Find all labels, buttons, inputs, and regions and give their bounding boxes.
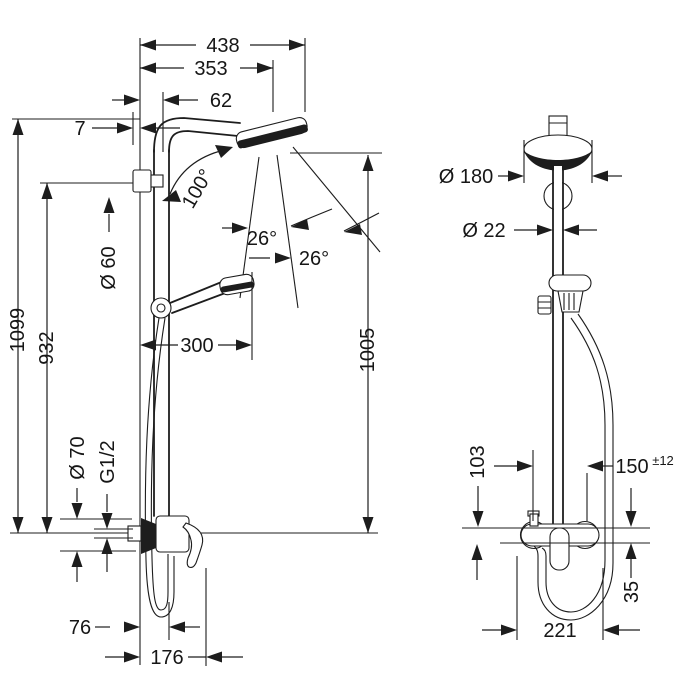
dim-1099-label: 1099 (7, 308, 29, 353)
dimension-1099: 1099 (7, 118, 140, 533)
dimension-300: 300 (140, 272, 253, 360)
dia-60-label: Ø 60 (98, 246, 120, 289)
angle-26-right-label: 26° (299, 248, 329, 270)
dimension-932: 932 (36, 182, 133, 533)
dimension-1005: 1005 (290, 152, 382, 533)
dimension-76: 76 (69, 602, 200, 640)
hand-shower-front (537, 274, 592, 315)
dimension-62: 62 (112, 90, 232, 152)
hose-front (533, 313, 614, 621)
dim-438-label: 438 (206, 35, 239, 57)
dimension-221: 221 (482, 556, 640, 642)
dimension-dia-180: Ø 180 (439, 140, 622, 188)
dimension-7: 7 (74, 118, 180, 140)
pivot-angle-100: 100° (162, 145, 233, 212)
dia-22-label: Ø 22 (462, 220, 505, 242)
dia-70-label: Ø 70 (67, 436, 89, 479)
thread-g12-label: G1/2 (97, 440, 119, 483)
dimension-150: 150 ±12 (494, 450, 674, 521)
dimension-dia-22: Ø 22 (462, 220, 597, 242)
callout-dia-60: Ø 60 (98, 197, 120, 290)
dimension-35: 35 (621, 488, 643, 603)
dim-150-label: 150 (615, 456, 648, 478)
dimension-438: 438 (140, 35, 306, 112)
callout-thread-g12: G1/2 (94, 440, 133, 572)
dim-150-tolerance: ±12 (652, 453, 674, 468)
hose-side (144, 317, 175, 618)
angle-26-left-label: 26° (247, 228, 277, 250)
dim-76-label: 76 (69, 617, 91, 639)
dimension-176: 176 (105, 568, 243, 669)
dim-62-label: 62 (210, 90, 232, 112)
front-view: Ø 180 Ø 22 (439, 115, 674, 642)
dimension-103: 103 (467, 445, 489, 580)
riser-pipe-front (552, 165, 564, 524)
dim-221-label: 221 (543, 620, 576, 642)
dim-932-label: 932 (36, 331, 58, 364)
wall-bracket-side (132, 169, 164, 193)
dim-353-label: 353 (194, 58, 227, 80)
dim-7-label: 7 (74, 118, 85, 140)
dim-176-label: 176 (150, 647, 183, 669)
overhead-shower-side (235, 117, 308, 149)
dia-180-label: Ø 180 (439, 166, 493, 188)
dim-300-label: 300 (180, 335, 213, 357)
mixer-side (127, 515, 204, 569)
hand-shower-side (150, 273, 255, 319)
overhead-shower-front (523, 134, 593, 171)
dim-103-label: 103 (467, 445, 489, 478)
riser-pipe-side (153, 117, 241, 517)
side-view: 26° 26° 100° (7, 35, 382, 669)
dim-35-label: 35 (621, 581, 643, 603)
top-plug (548, 115, 568, 137)
callout-dia-70: Ø 70 (60, 436, 136, 582)
dimension-353: 353 (140, 58, 274, 112)
dim-1005-label: 1005 (357, 328, 379, 373)
